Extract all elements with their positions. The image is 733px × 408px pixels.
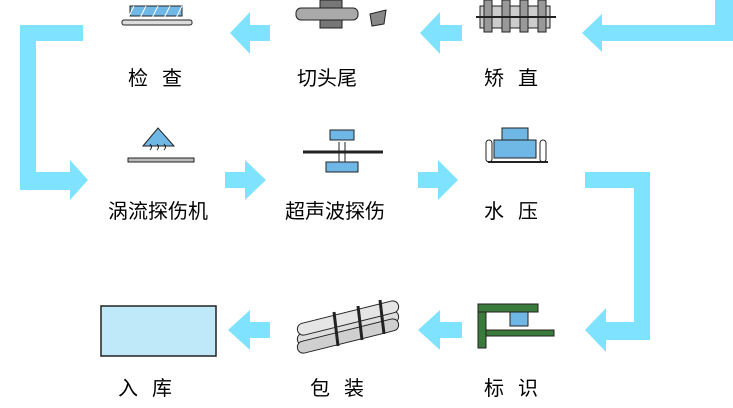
flow-arrow-inspection-to-eddy	[20, 25, 88, 200]
step-label-warehouse: 入库	[118, 376, 186, 400]
hydraulic-press-icon	[485, 127, 548, 163]
step-label-marking: 标识	[484, 376, 552, 400]
step-label-inspection: 检查	[128, 66, 196, 90]
step-label-eddy-current: 涡流探伤机	[108, 199, 208, 223]
step-label-cut-head-tail: 切头尾	[297, 66, 357, 90]
step-label-hydraulic: 水压	[484, 199, 552, 223]
flow-arrow-hydraulic-to-marking	[585, 172, 650, 352]
inspection-plate-icon	[121, 5, 193, 26]
cutting-roller-icon	[295, 0, 387, 29]
flow-arrow-entry-to-straightening	[582, 0, 733, 52]
flow-arrow-marking-to-packing	[418, 310, 462, 350]
flow-arrow-straightening-to-cut	[420, 12, 462, 54]
pipe-bundle-icon	[296, 299, 400, 354]
step-label-straightening: 矫直	[484, 66, 552, 90]
flow-arrow-cut-to-inspection	[230, 12, 270, 54]
eddy-current-detector-icon	[127, 127, 195, 163]
ultrasonic-detector-icon	[303, 129, 383, 173]
straightening-rollers-icon	[476, 0, 556, 33]
flow-arrow-packing-to-warehouse	[228, 310, 270, 350]
warehouse-box-icon	[100, 305, 217, 357]
step-label-ultrasonic: 超声波探伤	[285, 199, 385, 223]
marking-stand-icon	[477, 303, 555, 349]
step-label-packing: 包装	[310, 376, 378, 400]
flow-arrow-eddy-to-ultrasonic	[225, 160, 266, 200]
flow-arrow-ultrasonic-to-hydraulic	[418, 160, 458, 200]
